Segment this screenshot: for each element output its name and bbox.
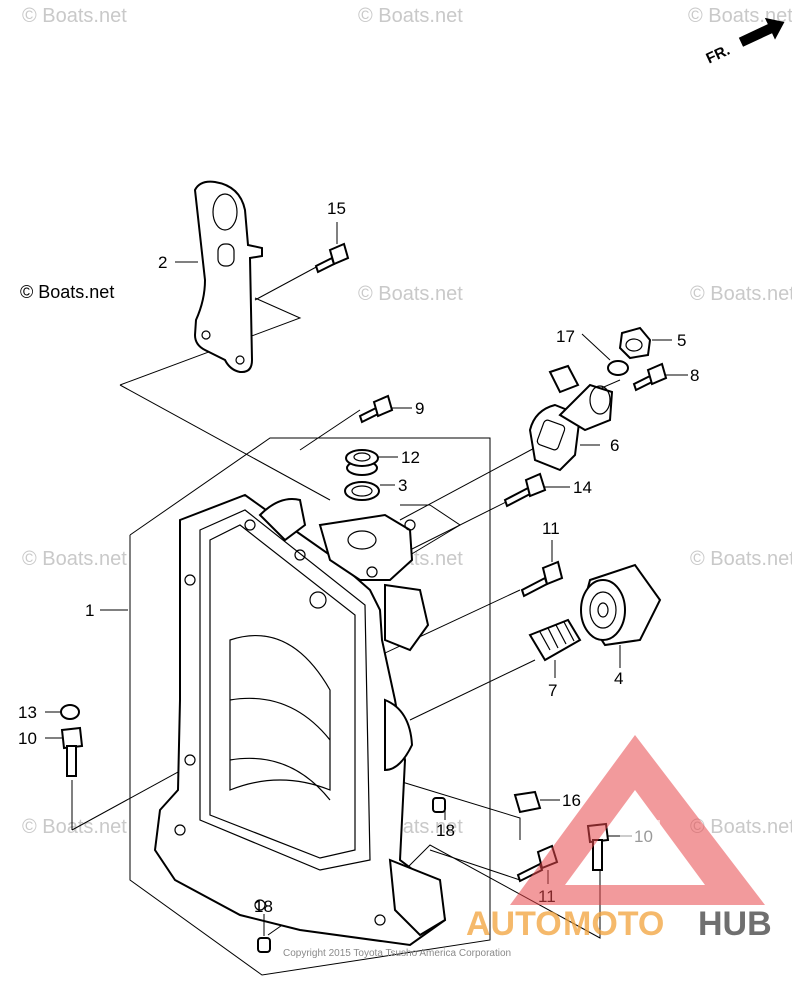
main-block-part-1 <box>153 493 447 947</box>
bolt-part-11-upper <box>520 560 564 598</box>
bolt-part-15 <box>314 242 350 274</box>
callout-18-upper: 18 <box>436 821 455 840</box>
callout-1: 1 <box>85 601 94 620</box>
watermark-layer: © Boats.net © Boats.net © Boats.net © Bo… <box>22 5 792 838</box>
front-label: FR. <box>704 42 733 68</box>
label-ticks <box>45 222 688 936</box>
watermark: © Boats.net <box>358 283 463 305</box>
brand-part-hub: HUB <box>698 905 772 943</box>
bracket-part-2 <box>193 180 263 373</box>
callout-8: 8 <box>690 366 699 385</box>
elbow-part-6 <box>528 364 614 472</box>
assembly-outline <box>129 437 491 976</box>
callout-18-lower: 18 <box>254 897 273 916</box>
brand-part-auto: AUTO <box>466 905 562 943</box>
watermark: © Boats.net <box>22 816 127 838</box>
watermark: © Boats.net <box>690 548 792 570</box>
stud-part-7 <box>528 618 582 662</box>
fitting-part-5 <box>618 326 652 360</box>
dowel-part-18-lower <box>257 937 271 953</box>
callout-2: 2 <box>158 253 167 272</box>
o-ring-part-17 <box>607 360 629 376</box>
callout-16: 16 <box>562 791 581 810</box>
watermark: © Boats.net <box>22 548 127 570</box>
filter-part-4 <box>580 563 662 647</box>
copyright-label: © Boats.net <box>20 282 114 302</box>
brand-logo: AUTO MOTO HUB <box>466 735 772 943</box>
callout-17: 17 <box>556 327 575 346</box>
cap-part-16 <box>513 790 542 814</box>
callout-13: 13 <box>18 703 37 722</box>
callout-10-left: 10 <box>18 729 37 748</box>
gasket-part-3 <box>344 481 380 501</box>
callout-3: 3 <box>398 476 407 495</box>
cap-part-13 <box>60 704 80 720</box>
callout-6: 6 <box>610 436 619 455</box>
watermark: © Boats.net <box>688 5 792 27</box>
watermark: © Boats.net <box>690 816 792 838</box>
callout-11-upper: 11 <box>542 519 560 538</box>
triangle-logo-icon <box>510 735 765 905</box>
bolt-part-9 <box>358 394 394 424</box>
watermark: © Boats.net <box>358 5 463 27</box>
arrow-icon <box>738 17 785 47</box>
brand-part-moto: MOTO <box>563 905 664 943</box>
footer-copyright: Copyright 2015 Toyota Tsusho America Cor… <box>283 948 511 959</box>
callout-14: 14 <box>573 478 592 497</box>
dowel-part-18-upper <box>432 797 446 813</box>
bolt-part-14 <box>503 472 547 508</box>
callout-9: 9 <box>415 399 424 418</box>
plug-part-12 <box>345 449 379 476</box>
watermark: © Boats.net <box>690 283 792 305</box>
callout-7: 7 <box>548 681 557 700</box>
watermark: © Boats.net <box>22 5 127 27</box>
callout-12: 12 <box>401 448 420 467</box>
bolt-part-8 <box>632 362 668 392</box>
callout-5: 5 <box>677 331 686 350</box>
bolt-part-10-left <box>60 726 84 777</box>
callout-15: 15 <box>327 199 346 218</box>
callout-4: 4 <box>614 669 623 688</box>
